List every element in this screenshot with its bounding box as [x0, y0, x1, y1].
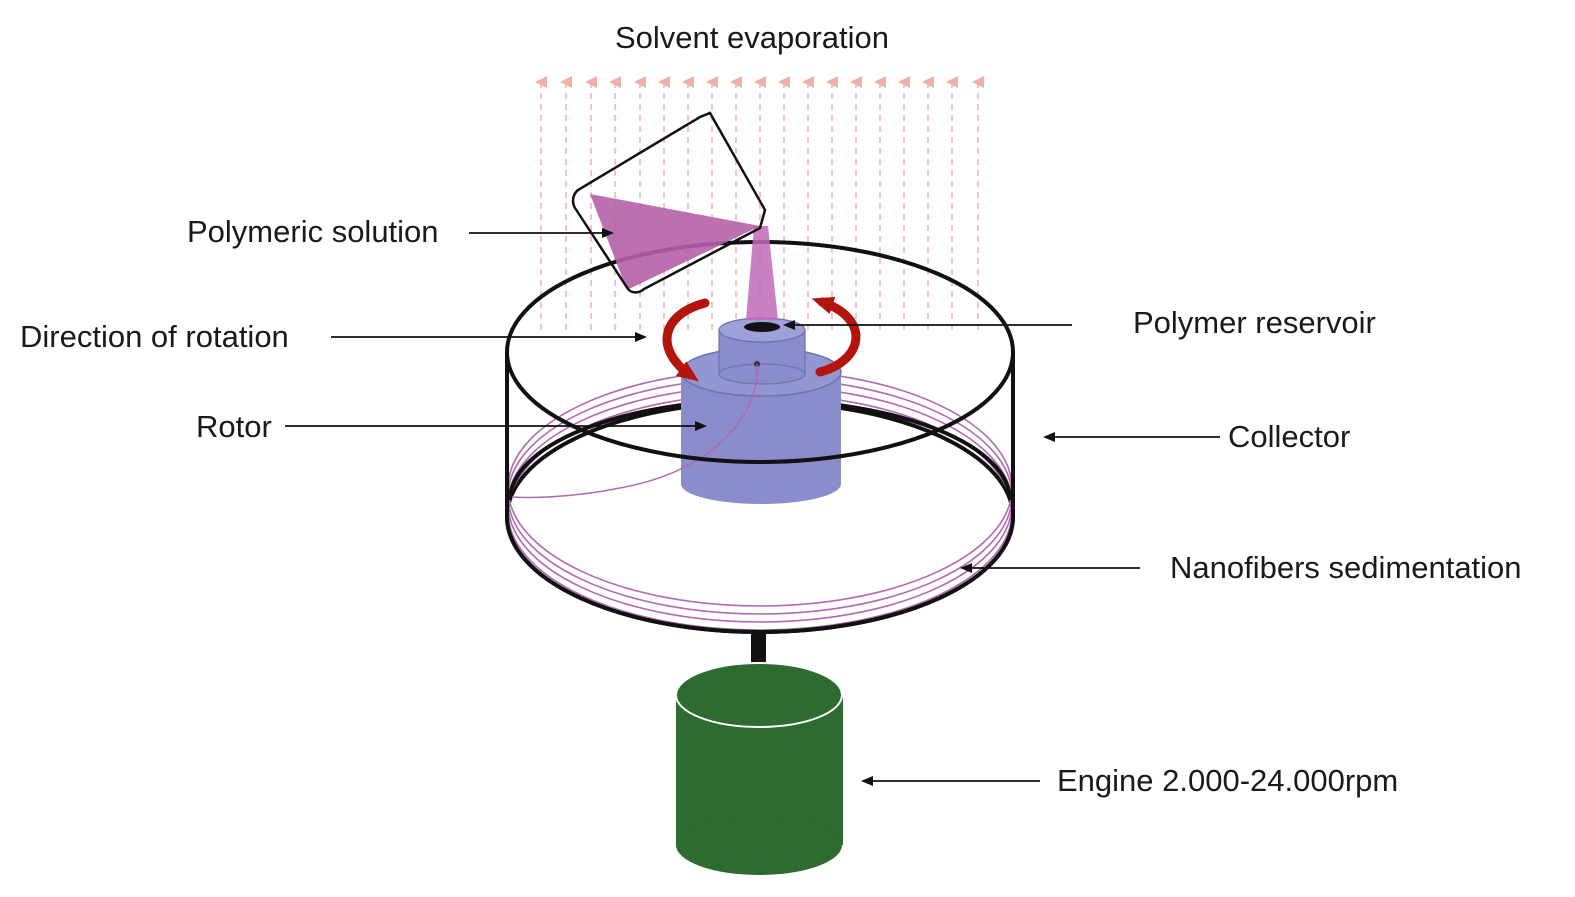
label-polymer-reservoir: Polymer reservoir [1133, 305, 1376, 340]
engine [675, 662, 843, 875]
fiber-jet [511, 363, 758, 499]
label-solvent-evaporation: Solvent evaporation [615, 20, 889, 55]
collector-front-rim [505, 351, 1015, 464]
pointer-arrows [285, 228, 1220, 786]
beaker-icon [571, 111, 767, 294]
label-direction-of-rotation: Direction of rotation [20, 319, 289, 354]
label-rotor: Rotor [196, 409, 272, 444]
rotor [680, 317, 842, 504]
polymer-stream [746, 226, 778, 320]
label-polymeric-solution: Polymeric solution [187, 214, 439, 249]
label-collector: Collector [1228, 419, 1350, 454]
label-nanofibers-sedimentation: Nanofibers sedimentation [1170, 550, 1522, 585]
label-engine: Engine 2.000-24.000rpm [1057, 763, 1398, 798]
rotation-arrows-icon [662, 296, 861, 382]
collector [505, 352, 1015, 634]
